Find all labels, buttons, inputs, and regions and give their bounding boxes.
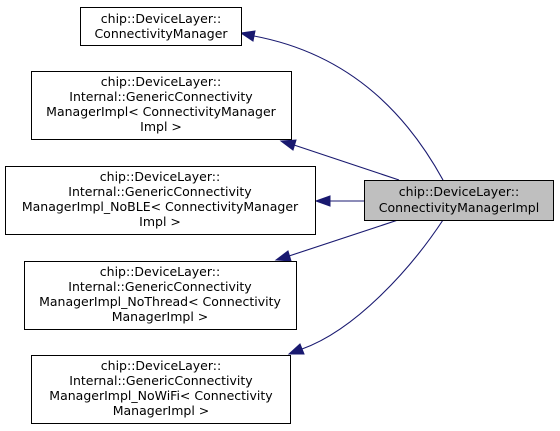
- node-label-line: ConnectivityManagerImpl: [379, 200, 539, 215]
- node-label-line: ManagerImpl_NoWiFi< Connectivity: [49, 388, 273, 403]
- node-label-line: chip::DeviceLayer::: [100, 169, 220, 184]
- edge-to-generic-connectivity-manager-impl-nothread: [274, 219, 399, 262]
- arrowhead-icon: [314, 195, 331, 207]
- node-label-line: chip::DeviceLayer::: [101, 358, 221, 373]
- node-label-line: chip::DeviceLayer::: [101, 74, 221, 89]
- node-label-line: ManagerImpl >: [113, 403, 210, 418]
- node-label-line: chip::DeviceLayer::: [101, 11, 221, 26]
- node-generic-connectivity-manager-impl-nowifi[interactable]: chip::DeviceLayer:: Internal::GenericCon…: [31, 355, 291, 424]
- node-label-line: ConnectivityManager: [94, 26, 228, 41]
- node-label-line: Internal::GenericConnectivity: [69, 373, 253, 388]
- arrowhead-icon: [279, 139, 297, 151]
- node-connectivity-manager-impl[interactable]: chip::DeviceLayer:: ConnectivityManagerI…: [364, 180, 554, 221]
- node-label-line: ManagerImpl_NoBLE< ConnectivityManager: [22, 199, 299, 214]
- node-label-line: Internal::GenericConnectivity: [68, 184, 252, 199]
- node-label-line: chip::DeviceLayer::: [100, 264, 220, 279]
- node-label-line: Impl >: [140, 119, 182, 134]
- arrowhead-icon: [287, 343, 305, 355]
- node-label-line: chip::DeviceLayer::: [399, 184, 519, 199]
- node-generic-connectivity-manager-impl[interactable]: chip::DeviceLayer:: Internal::GenericCon…: [31, 71, 292, 140]
- node-generic-connectivity-manager-impl-nothread[interactable]: chip::DeviceLayer:: Internal::GenericCon…: [24, 261, 297, 330]
- node-connectivity-manager[interactable]: chip::DeviceLayer:: ConnectivityManager: [80, 7, 242, 46]
- node-label-line: ManagerImpl_NoThread< Connectivity: [39, 294, 281, 309]
- edge-to-connectivity-manager: [239, 30, 444, 181]
- arrowhead-icon: [274, 250, 292, 262]
- node-label-line: ManagerImpl< ConnectivityManager: [46, 104, 276, 119]
- node-label-line: Impl >: [139, 214, 181, 229]
- node-generic-connectivity-manager-impl-noble[interactable]: chip::DeviceLayer:: Internal::GenericCon…: [5, 166, 316, 235]
- node-label-line: Internal::GenericConnectivity: [68, 279, 252, 294]
- arrowhead-icon: [239, 30, 256, 42]
- edge-to-generic-connectivity-manager-impl-nowifi: [287, 219, 444, 355]
- node-label-line: ManagerImpl >: [112, 309, 209, 324]
- edge-to-generic-connectivity-manager-impl: [279, 139, 400, 181]
- edge-to-generic-connectivity-manager-impl-noble: [314, 195, 364, 207]
- node-label-line: Internal::GenericConnectivity: [69, 89, 253, 104]
